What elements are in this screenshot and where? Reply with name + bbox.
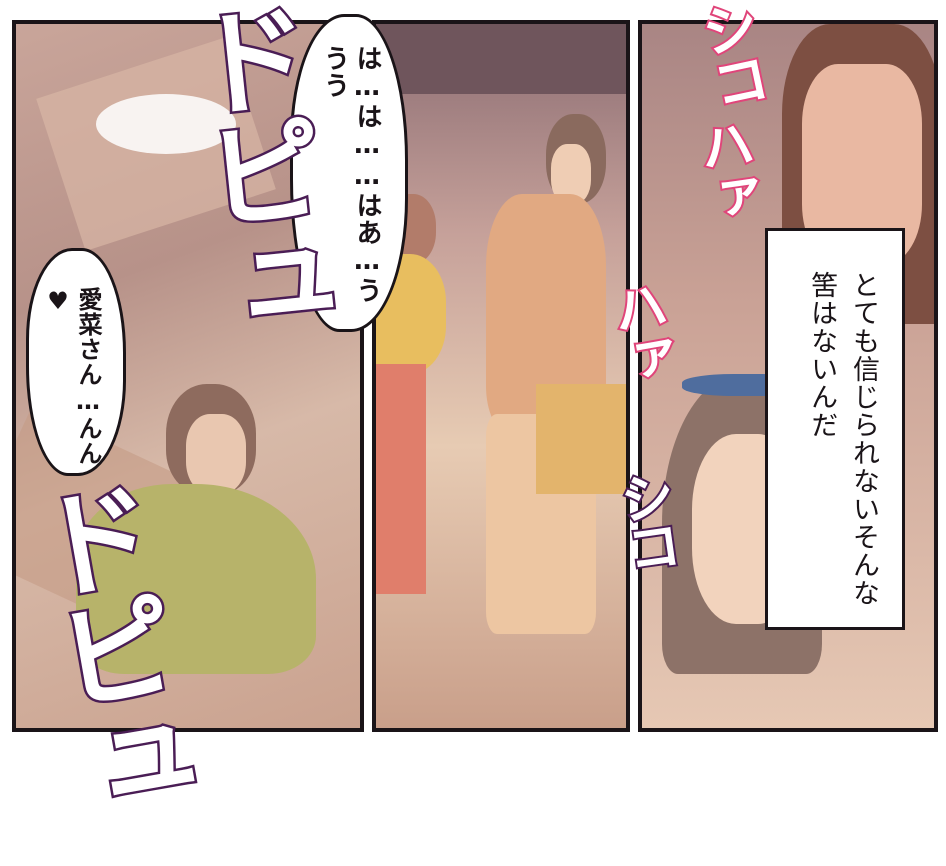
man-figure [376,194,446,594]
caption-text: とても信じられないそんな筈はないんだ [806,271,879,607]
sfx-shiko-2: シコ [605,464,685,576]
speech-bubble-panting: は…は……はあ…ううう [290,14,408,332]
speech-bubble-aina: 愛菜さん…んん♥ [26,248,126,476]
woman-figure-left [56,384,336,684]
splash-effect [96,94,236,154]
speech-text-panting: は…は……はあ…ううう [319,45,383,304]
speech-text-aina: 愛菜さん…んん♥ [44,287,102,466]
sfx-hah-1: ハァ [685,112,766,228]
mirror-frame [376,24,626,94]
narration-caption: とても信じられないそんな筈はないんだ [765,228,905,630]
sfx-dopyu-top: ドピュ [164,0,342,351]
woman-figure-reflection [436,114,626,674]
panel-middle [372,20,630,732]
